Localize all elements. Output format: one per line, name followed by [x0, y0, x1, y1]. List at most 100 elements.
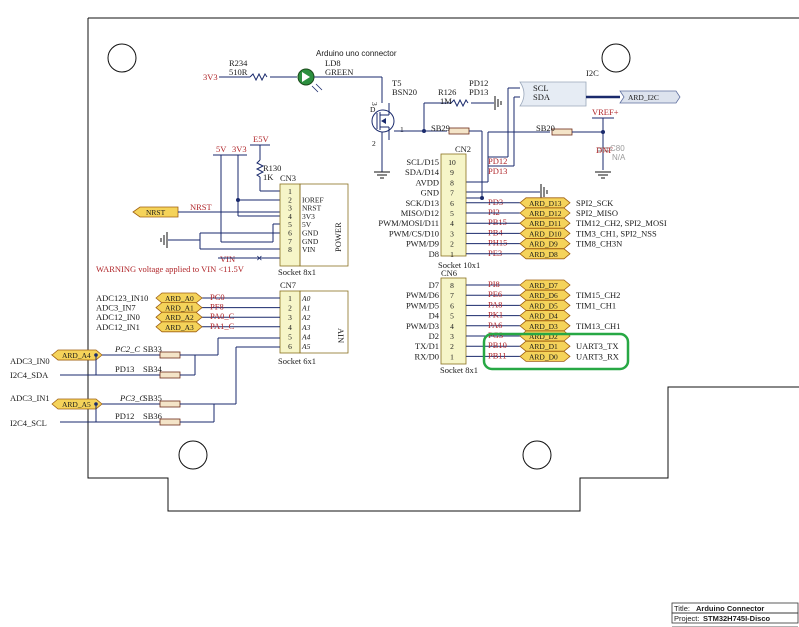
- cn7-pin-name: A1: [301, 304, 310, 313]
- cn6-tag-ard-d0: [519, 351, 571, 362]
- cn7-pin-name: A0: [301, 294, 311, 303]
- cn2-pin-name: SCL/D15: [406, 157, 439, 167]
- cn7-pin-name: A3: [301, 323, 311, 332]
- cn3-pin-number: 6: [288, 229, 292, 238]
- sb33-bridge[interactable]: [159, 351, 181, 359]
- cn6-tag-ard-d2-label: ARD_D2: [529, 332, 558, 341]
- sb29-bridge[interactable]: [448, 127, 470, 135]
- cn6-tag-ard-d7-label: ARD_D7: [529, 281, 558, 290]
- cn3-pin-name: GND: [302, 237, 319, 246]
- cn6-pin-function: TIM13_CH1: [576, 321, 620, 331]
- cn3-pin-number: 8: [288, 245, 292, 254]
- cn7-caption: Socket 6x1: [278, 356, 316, 366]
- board-outline: [87, 17, 799, 512]
- cn2-pin-net: PD3: [488, 197, 503, 207]
- c80-ref: C80: [610, 144, 625, 153]
- cn3-pin-name: GND: [302, 229, 319, 238]
- cn2-pin-name: PWM/MOSI/D11: [378, 218, 439, 228]
- a5-alt-fn: I2C4_SCL: [10, 418, 47, 428]
- a5-fn: ADC3_IN1: [10, 393, 50, 403]
- cn6-pin-number: 5: [450, 312, 454, 321]
- cn3-pin-number: 4: [288, 212, 292, 221]
- cn7-pin-number: 3: [288, 313, 292, 322]
- cn7-pin-net: PF8: [210, 302, 224, 312]
- label-3v3-led: 3V3: [203, 72, 218, 82]
- cn2-pin-name: D8: [429, 249, 439, 259]
- cn7-pin-name: A4: [301, 332, 311, 341]
- r234-resistor: [249, 72, 268, 82]
- cn2-pin-net: PB15: [488, 217, 507, 227]
- cn7-tag-label: ARD_A1: [165, 304, 194, 313]
- led-color: GREEN: [325, 67, 353, 77]
- cn2-pin-function: TIM3_CH1, SPI2_NSS: [576, 228, 657, 238]
- title-value: Arduino Connector: [696, 604, 764, 613]
- cn3-pin-number: 1: [288, 187, 292, 196]
- cn7-pin-function: ADC12_IN1: [96, 322, 140, 332]
- r126-ref: R126: [438, 87, 456, 97]
- vin-warning: WARNING voltage applied to VIN <11.5V: [96, 264, 245, 274]
- sb34-bridge[interactable]: [159, 371, 181, 379]
- highlight-uart3: [482, 332, 630, 371]
- cn6-pin-number: 2: [450, 342, 454, 351]
- cn6-pin-net: PB10: [488, 340, 507, 350]
- cn2-pin-name: SDA/D14: [405, 167, 440, 177]
- c80-dnf: DNF: [596, 145, 613, 155]
- led-caption: Arduino uno connector: [316, 49, 397, 58]
- cn2-tag-ard-d8: [519, 248, 571, 260]
- cn2-pin-net: PD12: [488, 156, 507, 166]
- cn2-pin-name: MISO/D12: [401, 208, 439, 218]
- sb20-bridge[interactable]: [551, 128, 573, 136]
- cn2-pin-number: 9: [450, 168, 454, 177]
- cn6-pin-number: 1: [450, 352, 454, 361]
- cn3-pin-name: 3V3: [302, 212, 315, 221]
- cn3-caption: Socket 8x1: [278, 267, 316, 277]
- cn2-pin-name: AVDD: [416, 177, 439, 187]
- cn3-pin-name: NRST: [302, 204, 322, 213]
- cn3-pin-number: 7: [288, 237, 292, 246]
- a4-net: PC2_C: [114, 344, 140, 354]
- cn7-tag-label: ARD_A3: [165, 323, 194, 332]
- i2c-bus-tag: [519, 81, 587, 107]
- analog-a4-a5-block: ADC3_IN0 ARD_A4 PC2_C SB33 I2C4_SDA PD13…: [10, 337, 280, 428]
- cn7-pin-name: A2: [301, 313, 311, 322]
- svg-text:2: 2: [372, 139, 376, 148]
- mounting-hole-bottom-right: [522, 440, 552, 470]
- label-nrst: NRST: [190, 202, 213, 212]
- ard-i2c-label: ARD_I2C: [628, 93, 659, 102]
- label-5v: 5V: [216, 144, 227, 154]
- svg-text:3: 3: [370, 102, 379, 106]
- cn2-pin-name: GND: [421, 188, 439, 198]
- cn7-pin-number: 2: [288, 304, 292, 313]
- cn2-pin-net: PD13: [488, 166, 507, 176]
- cn6-caption: Socket 8x1: [440, 365, 478, 375]
- cn2-pin-net: PB4: [488, 227, 503, 237]
- sb35-bridge[interactable]: [159, 400, 181, 408]
- cn2-pin-number: 1: [450, 250, 454, 259]
- sb36-bridge[interactable]: [159, 418, 181, 426]
- i2c-pd13: PD13: [469, 87, 488, 97]
- mounting-hole-top-right: [601, 43, 631, 73]
- cn7-pin-name: A5: [301, 342, 311, 351]
- cn3-ref: CN3: [280, 173, 296, 183]
- cn7-group: AIN: [336, 328, 346, 343]
- label-e5v: E5V: [253, 134, 269, 144]
- cn2-pin-function: SPI2_SCK: [576, 198, 614, 208]
- svg-text:1: 1: [400, 125, 404, 134]
- project-label: Project:: [674, 614, 699, 623]
- ground-icon-r126: [494, 96, 502, 110]
- cn2-pin-function: TIM12_CH2, SPI2_MOSI: [576, 218, 667, 228]
- cn2-tag-ard-d9-label: ARD_D9: [529, 240, 558, 249]
- sb29-label: SB29: [431, 123, 450, 133]
- cn6-pin-number: 7: [450, 291, 454, 300]
- r234-ref: R234: [229, 58, 248, 68]
- i2c-scl: SCL: [533, 83, 549, 93]
- i2c-pd12: PD12: [469, 78, 488, 88]
- cn7-pin-function: ADC12_IN0: [96, 312, 140, 322]
- a4-alt-net: PD13: [115, 364, 134, 374]
- a5-alt-net: PD12: [115, 411, 134, 421]
- i2c-label: I2C: [586, 68, 599, 78]
- cn2-pin-function: SPI2_MISO: [576, 208, 618, 218]
- cn7-ref: CN7: [280, 280, 296, 290]
- nrst-tag-label: NRST: [146, 208, 166, 217]
- sb33-label: SB33: [143, 344, 162, 354]
